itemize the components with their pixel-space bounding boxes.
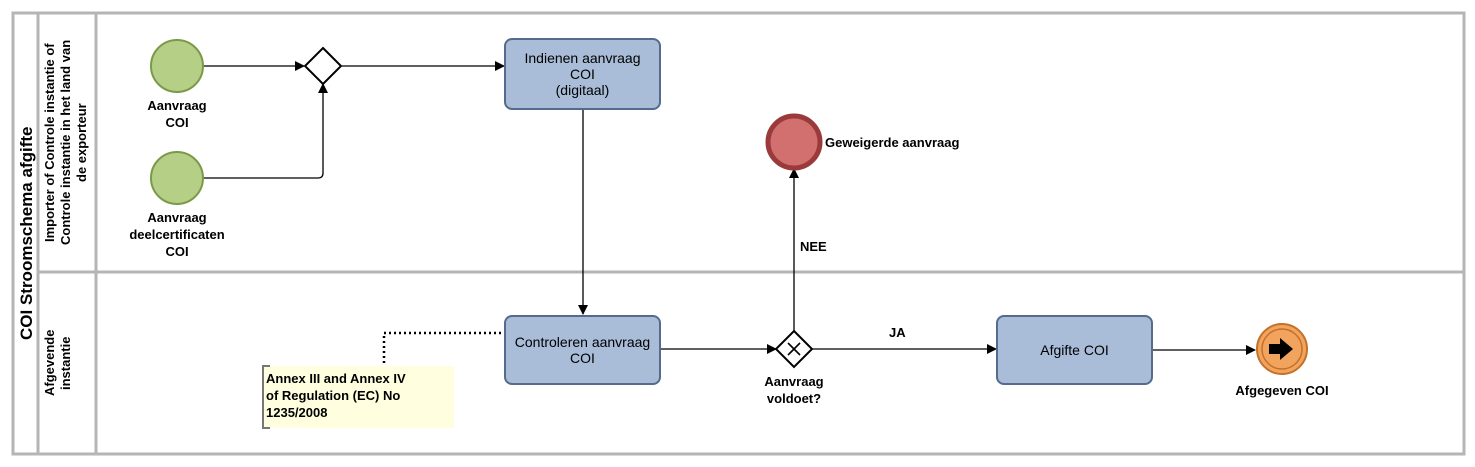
annotation-bracket bbox=[262, 365, 270, 429]
gateway-exclusive-label: Aanvraag voldoet? bbox=[764, 374, 824, 406]
annotation-association bbox=[382, 331, 504, 368]
pool-border bbox=[11, 11, 1466, 456]
lane-label-importer: Importer of Controle instantie of Contro… bbox=[42, 39, 89, 246]
start-event-aanvraag-coi bbox=[150, 39, 204, 93]
gateway-merge bbox=[303, 46, 343, 86]
flow-label-nee: NEE bbox=[800, 239, 827, 254]
gateway-exclusive bbox=[774, 329, 814, 369]
flow-start2-to-gateway bbox=[203, 83, 328, 179]
lane-label-afgevende: Afgevende instantie bbox=[42, 329, 73, 397]
task-afgifte-shape bbox=[996, 315, 1153, 385]
annotation-box bbox=[262, 366, 454, 428]
arrow-right-icon bbox=[1269, 338, 1293, 360]
start-event-deelcertificaten-label: Aanvraag deelcertificaten COI bbox=[129, 210, 225, 259]
end-event-afgegeven-label: Afgegeven COI bbox=[1235, 383, 1329, 398]
task-controleren-shape bbox=[504, 315, 661, 385]
end-event-geweigerd bbox=[765, 113, 823, 171]
task-indienen-shape bbox=[504, 38, 661, 110]
flow-label-ja: JA bbox=[889, 325, 906, 340]
pool-title: COI Stroomschema afgifte bbox=[17, 126, 36, 341]
end-event-afgegeven bbox=[1256, 323, 1308, 375]
start-event-aanvraag-deelcertificaten bbox=[150, 151, 204, 205]
end-event-geweigerd-label: Geweigerde aanvraag bbox=[825, 135, 960, 150]
text-annotation: Annex III and Annex IV of Regulation (EC… bbox=[266, 371, 406, 420]
task-indienen: Indienen aanvraag COI (digitaal) bbox=[524, 50, 641, 98]
start-event-aanvraag-coi-label: Aanvraag COI bbox=[147, 98, 207, 130]
task-controleren: Controleren aanvraag COI bbox=[514, 334, 651, 366]
task-afgifte: Afgifte COI bbox=[1040, 342, 1109, 358]
